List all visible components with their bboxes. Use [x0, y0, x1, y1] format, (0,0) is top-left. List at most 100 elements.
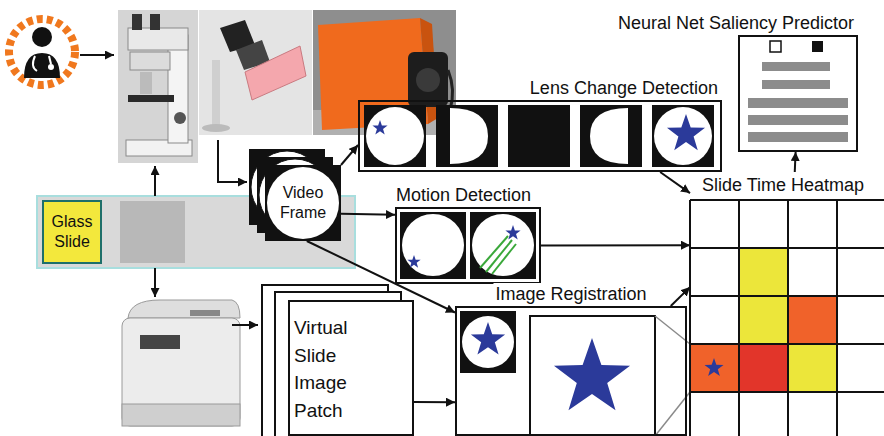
video-frame-stack [265, 165, 341, 241]
slide-scanner [190, 310, 220, 316]
heatmap-grid [836, 200, 838, 436]
saliency-glyph [748, 41, 848, 142]
flow-connector [794, 152, 797, 172]
heatmap-grid [704, 358, 723, 376]
lens-frames [364, 105, 426, 167]
pathologist-icon [32, 27, 52, 47]
registration-images [471, 322, 505, 355]
lens-frames [590, 108, 628, 164]
motion-frames [486, 240, 512, 272]
detector-box: Lens Change Detection [358, 100, 722, 172]
motion-frames [472, 214, 534, 276]
microscope-photo [128, 28, 188, 50]
flow-connector [671, 287, 690, 306]
detector-box: Motion Detection [395, 207, 541, 284]
flow-connector [341, 214, 395, 215]
flow-arrow [80, 55, 258, 325]
flow-arrow [218, 140, 247, 182]
microscope-photo [174, 112, 186, 124]
panel-title: Slide Time Heatmap [700, 174, 866, 197]
heatmap-grid [690, 247, 884, 249]
flow-arrow [154, 166, 156, 196]
registration-images [460, 311, 516, 373]
motion-frames [402, 214, 464, 276]
motion-frames [470, 212, 536, 279]
video-frame-stack [267, 167, 339, 239]
registration-images [460, 311, 655, 436]
microscope-photo [118, 10, 198, 163]
lens-frames [580, 105, 642, 167]
pathologist-icon [48, 64, 54, 70]
title-holder: Slide Time Heatmap [700, 174, 866, 197]
registration-box: Image Registration [455, 306, 687, 436]
motion-frames [480, 236, 516, 274]
motion-frames [400, 212, 536, 279]
saliency-glyph [748, 132, 848, 142]
lens-frames [364, 105, 714, 167]
saliency-glyph [812, 41, 823, 52]
lens-frames [450, 108, 488, 164]
heatmap-grid [739, 248, 788, 296]
heatmap-grid [738, 200, 740, 436]
slide-scanner [128, 300, 240, 318]
heatmap-grid [739, 296, 788, 344]
title-holder: Lens Change Detection [528, 77, 720, 100]
heatmap-grid [690, 391, 884, 393]
camera-box-photo [416, 68, 440, 92]
flow-arrow [232, 324, 258, 326]
box-title: Lens Change Detection [528, 77, 720, 100]
motion-frames [505, 225, 520, 239]
registration-images [530, 316, 655, 436]
adapter-photo [212, 60, 220, 128]
heatmap-grid [787, 200, 789, 436]
saliency-glyph [770, 41, 781, 52]
heatmap-grid [689, 200, 691, 436]
flow-connector [660, 172, 690, 193]
lens-frames [436, 105, 498, 167]
title-holder: Neural Net Saliency Predictor [616, 12, 856, 35]
pathologist-icon [49, 56, 51, 64]
heatmap-grid [690, 200, 884, 436]
adapter-photo [199, 10, 312, 135]
lens-frames [366, 107, 424, 165]
heatmap-grid [690, 344, 739, 392]
patch-card: Virtual Slide Image Patch [288, 300, 414, 436]
flow-connector [414, 401, 455, 403]
saliency-glyph [748, 115, 848, 125]
microscope-photo [140, 72, 152, 94]
adapter-photo [245, 46, 306, 100]
box-title: Image Registration [493, 283, 648, 306]
registration-images [554, 338, 630, 410]
glass-slide: Glass Slide [42, 200, 102, 264]
pathologist-icon [9, 19, 75, 85]
title-holder: Motion Detection [394, 184, 533, 207]
adapter-photo [199, 10, 312, 135]
camera-box-photo [408, 52, 448, 107]
pathologist-icon [33, 56, 37, 71]
slide-scanner [122, 300, 240, 426]
saliency-glyph [762, 62, 830, 71]
motion-frames [400, 212, 466, 279]
flow-arrow [154, 268, 156, 297]
flow-connector [341, 145, 358, 165]
slide-scanner [140, 335, 180, 349]
adapter-photo [202, 124, 230, 132]
video-frame-stack [249, 149, 341, 241]
heatmap-grid [690, 200, 884, 436]
lens-frames [654, 107, 712, 165]
patch-label: Virtual Slide Image Patch [294, 314, 374, 424]
heatmap-panel: Slide Time Heatmap [690, 172, 884, 436]
heatmap-grid [690, 343, 884, 345]
lens-frames [667, 114, 705, 150]
lens-frames [652, 105, 714, 167]
pathologist-icon [9, 19, 75, 85]
leader-line [655, 316, 690, 436]
box-title: Motion Detection [394, 184, 533, 207]
flow-connector [541, 244, 690, 246]
title-holder: Image Registration [493, 283, 648, 306]
saliency-glyph [748, 98, 848, 108]
